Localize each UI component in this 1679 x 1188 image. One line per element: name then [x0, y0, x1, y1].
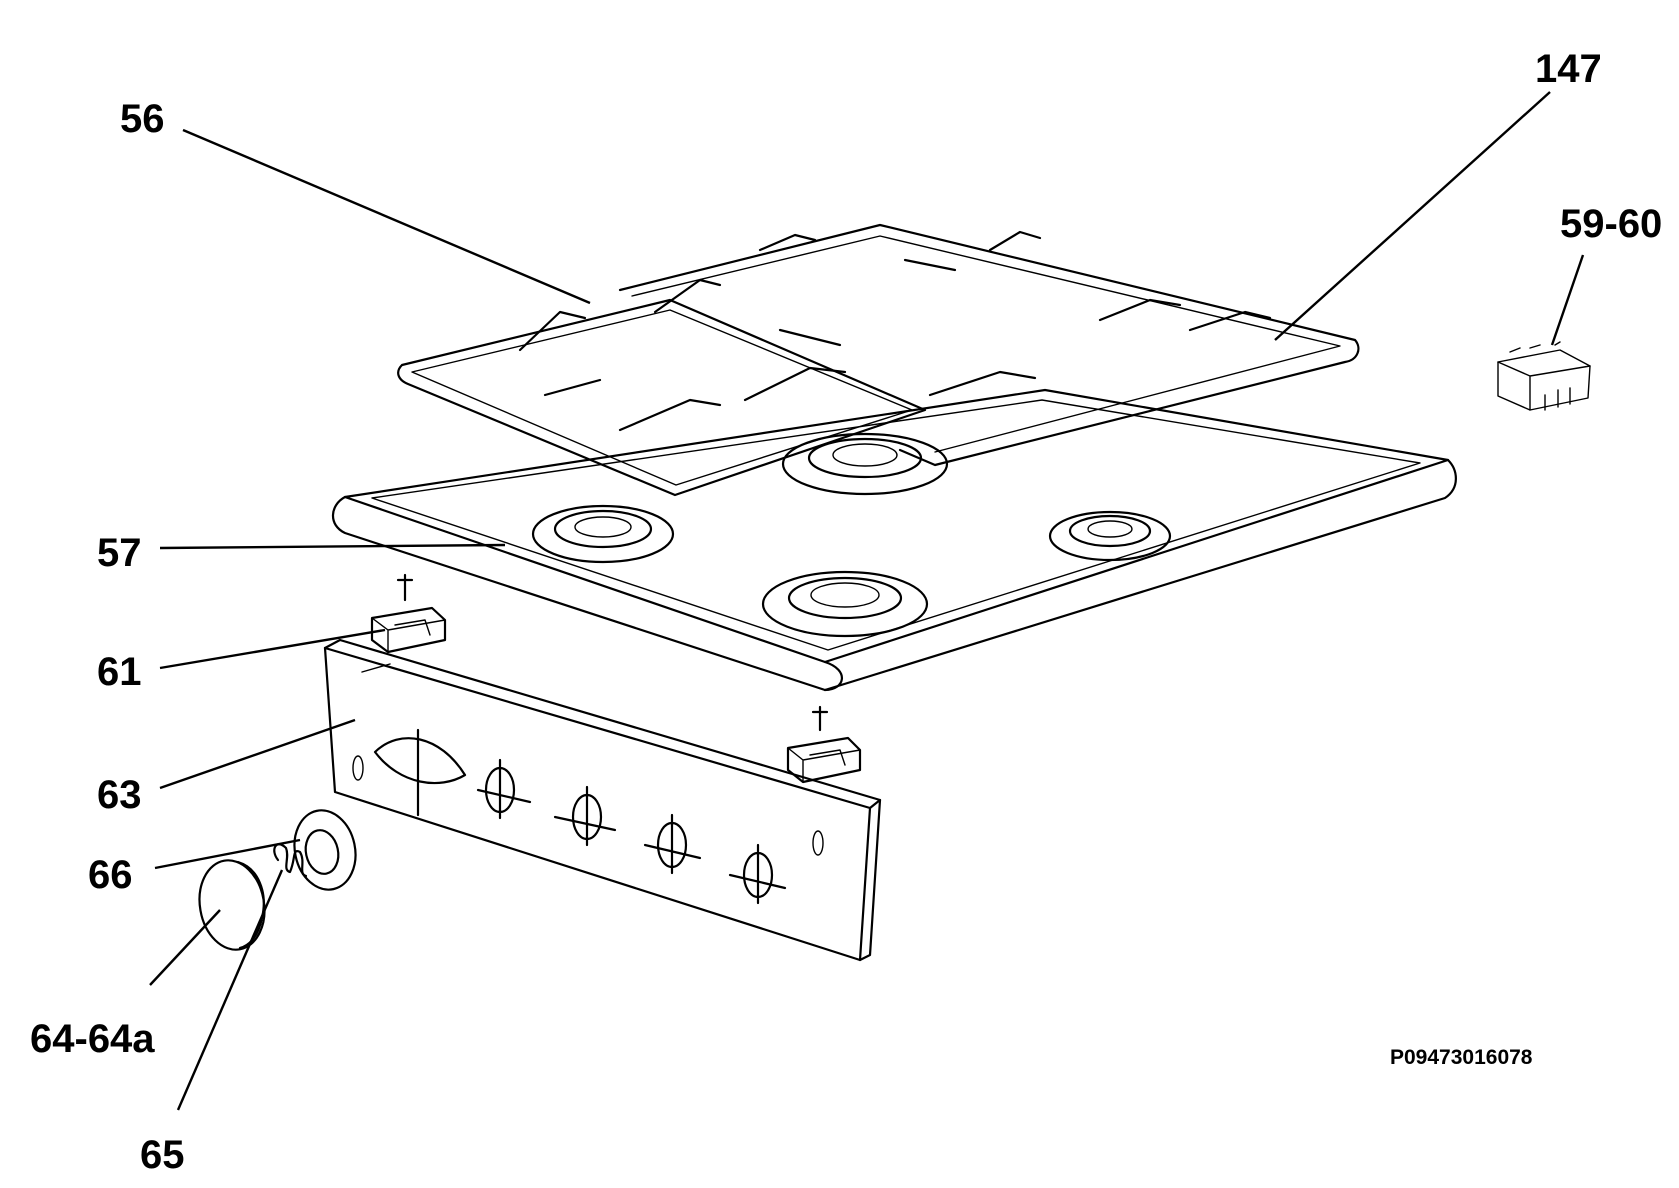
hob-top-panel [331, 388, 1457, 692]
callout-65: 65 [140, 1133, 185, 1177]
knob-bezel [293, 809, 357, 891]
burner-left [531, 504, 675, 564]
burner-right [1048, 510, 1172, 562]
bracket-right [786, 705, 862, 784]
drawing-code: P09473016078 [1390, 1046, 1533, 1069]
callout-59-60: 59-60 [1560, 202, 1662, 246]
callout-56: 56 [120, 97, 165, 141]
pan-support-left [397, 278, 927, 497]
leader-lines [149, 91, 1585, 1111]
pan-support-right [618, 223, 1360, 467]
callout-147: 147 [1535, 47, 1602, 91]
part-59-60-block [1497, 341, 1591, 411]
control-panel [323, 638, 882, 962]
callout-labels: 56 147 59-60 57 61 63 66 64-64a 65 [30, 47, 1662, 1177]
callout-63: 63 [97, 773, 142, 817]
control-knob [198, 859, 266, 951]
callout-57: 57 [97, 531, 142, 575]
callout-64-64a: 64-64a [30, 1017, 155, 1061]
callout-61: 61 [97, 650, 142, 694]
callout-66: 66 [88, 853, 133, 897]
burner-front [761, 570, 929, 638]
bracket-left [370, 573, 447, 654]
